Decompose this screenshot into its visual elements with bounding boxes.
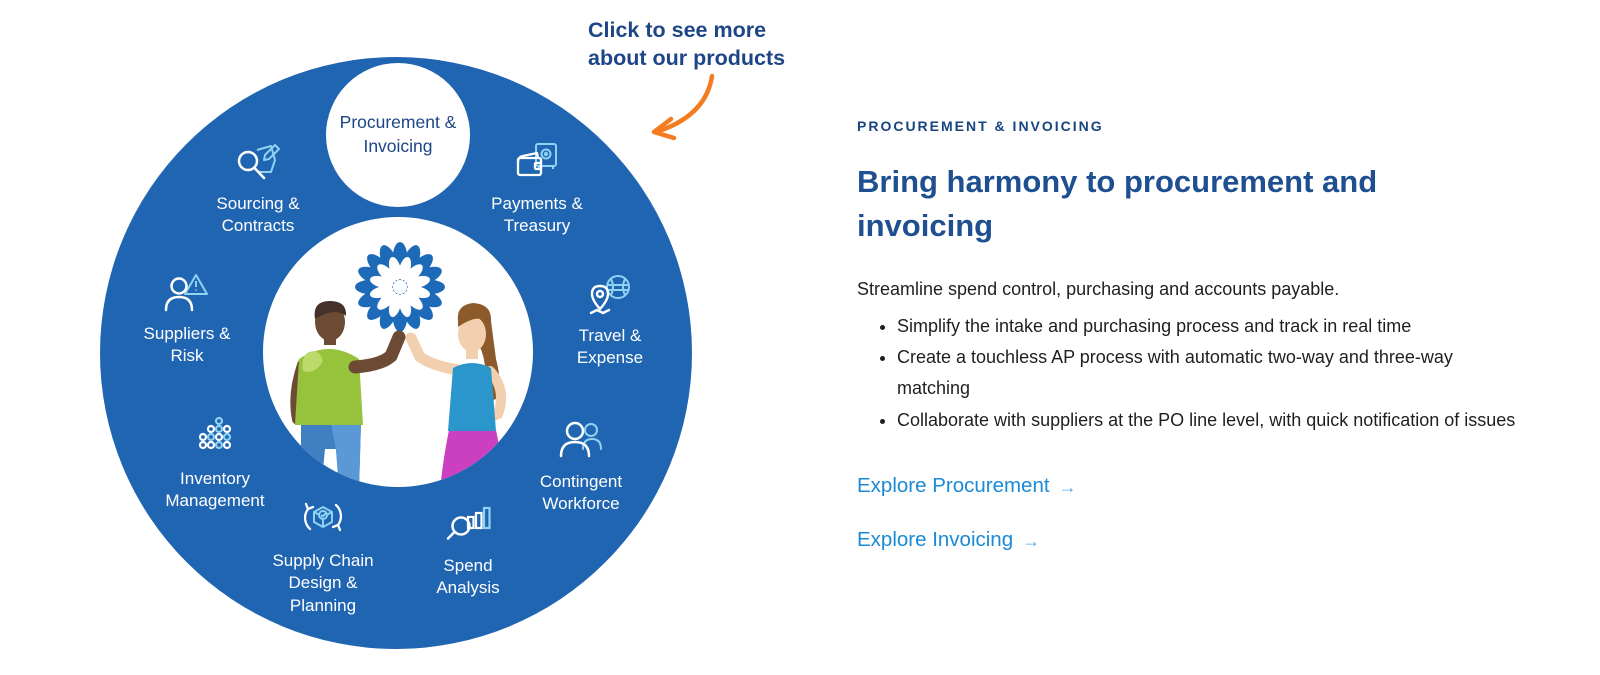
suppliers-risk-icon <box>164 274 208 312</box>
contingent-workforce-icon <box>559 421 602 458</box>
page-title: Bring harmony to procurement and invoici… <box>857 164 1378 244</box>
wheel-segment-contingent-workforce[interactable]: Contingent Workforce <box>517 418 645 516</box>
wheel-segment-supply-chain[interactable]: Supply Chain Design & Planning <box>258 495 388 617</box>
supply-chain-icon <box>303 502 343 532</box>
tooltip-line1: Click to see more <box>588 18 767 42</box>
segment-label: Contingent Workforce <box>539 472 623 514</box>
tooltip-line2: about our products <box>588 46 786 71</box>
explore-invoicing-link[interactable]: Explore Invoicing → <box>857 528 1517 552</box>
payments-treasury-icon <box>516 143 557 177</box>
segment-label: Travel & Expense <box>576 326 644 368</box>
woman-figure <box>405 303 507 487</box>
segment-label: Suppliers & Risk <box>143 324 231 366</box>
eyebrow-heading: PROCUREMENT & INVOICING <box>857 118 1104 134</box>
right-arrow-icon: → <box>1022 530 1041 551</box>
highfive-illustration-icon <box>290 242 507 487</box>
center-illustration <box>263 217 533 487</box>
curved-arrow-icon <box>630 70 730 157</box>
inventory-management-icon <box>198 416 232 450</box>
product-wheel: Procurement & Invoicing Sourcing & Contr… <box>100 57 692 649</box>
feature-bullet-list: Simplify the intake and purchasing proce… <box>857 311 1517 436</box>
link-label: Explore Invoicing <box>857 528 1014 552</box>
segment-label: Payments & Treasury <box>491 194 583 236</box>
bullet-item: Simplify the intake and purchasing proce… <box>897 311 1517 342</box>
segment-label: Spend Analysis <box>436 556 500 598</box>
wheel-segment-suppliers-risk[interactable]: Suppliers & Risk <box>131 270 243 368</box>
explore-links: Explore Procurement → Explore Invoicing … <box>857 474 1517 552</box>
wheel-segment-travel-expense[interactable]: Travel & Expense <box>560 272 660 370</box>
explore-procurement-link[interactable]: Explore Procurement → <box>857 474 1517 498</box>
right-arrow-icon: → <box>1058 476 1077 497</box>
sourcing-contracts-icon <box>237 144 280 180</box>
wheel-segment-inventory-management[interactable]: Inventory Management <box>144 415 286 513</box>
wheel-center-bubble[interactable]: Procurement & Invoicing <box>326 63 470 207</box>
flower-logo-icon <box>355 242 445 332</box>
segment-label: Inventory Management <box>165 469 265 511</box>
intro-text: Streamline spend control, purchasing and… <box>857 279 1340 300</box>
wheel-segment-spend-analysis[interactable]: Spend Analysis <box>418 502 518 600</box>
spend-analysis-icon <box>446 506 491 540</box>
segment-label: Supply Chain Design & Planning <box>272 551 374 615</box>
wheel-segment-payments-treasury[interactable]: Payments & Treasury <box>476 140 598 238</box>
bullet-item: Create a touchless AP process with autom… <box>897 342 1517 405</box>
segment-label: Sourcing & Contracts <box>216 194 300 236</box>
wheel-segment-sourcing-contracts[interactable]: Sourcing & Contracts <box>202 140 314 238</box>
travel-expense-icon <box>589 275 630 315</box>
bullet-item: Collaborate with suppliers at the PO lin… <box>897 405 1517 436</box>
wheel-center-label: Procurement & Invoicing <box>339 112 457 156</box>
link-label: Explore Procurement <box>857 474 1050 498</box>
content-panel: PROCUREMENT & INVOICING Bring harmony to… <box>857 118 1517 552</box>
tooltip-text: Click to see more about our products <box>588 16 785 73</box>
